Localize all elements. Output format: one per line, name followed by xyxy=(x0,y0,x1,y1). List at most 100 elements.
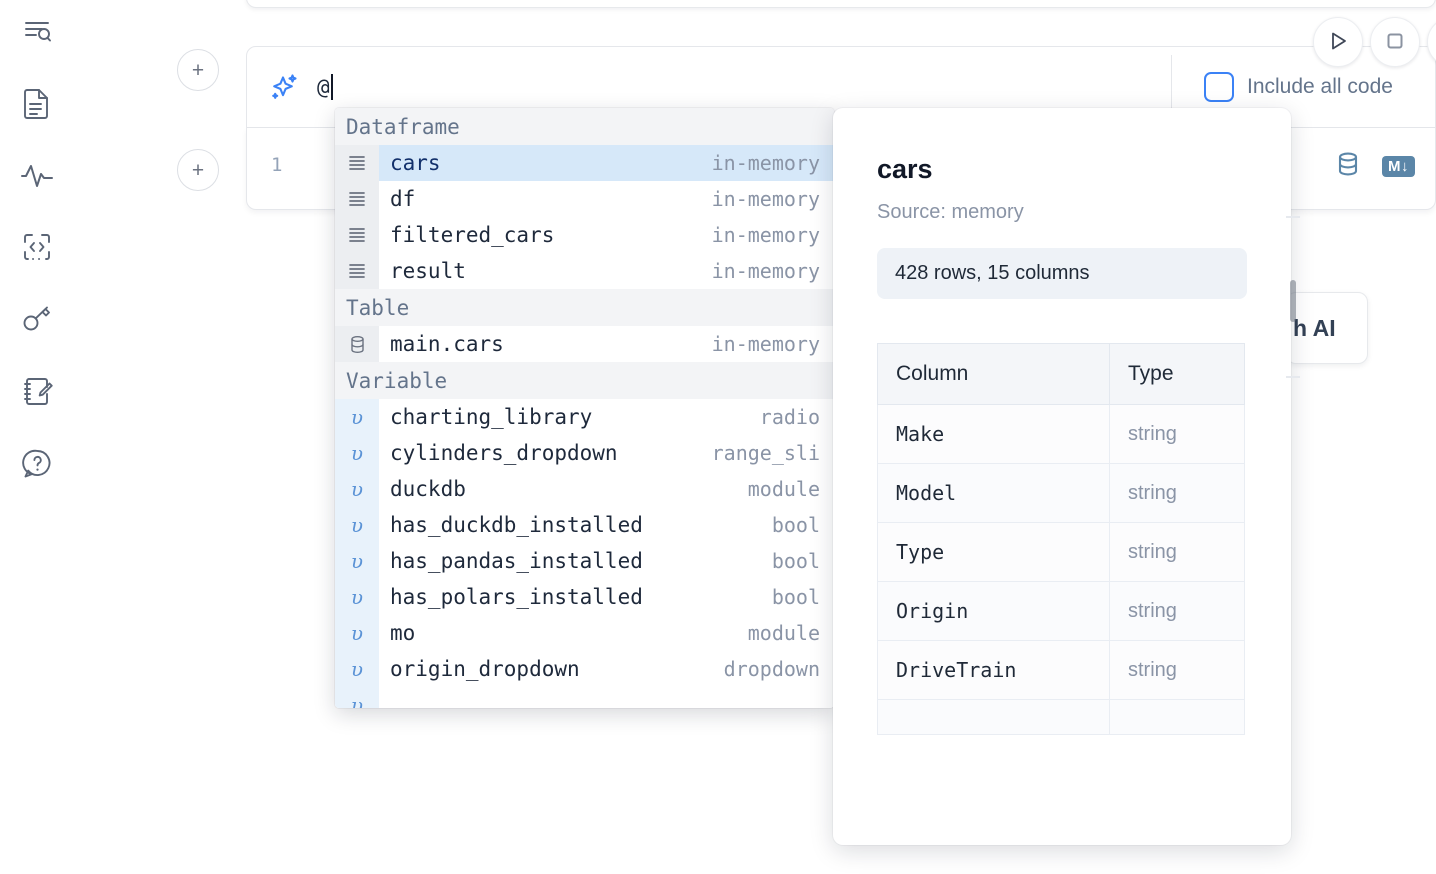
add-cell-button-bottom[interactable]: + xyxy=(177,149,219,191)
left-icon-rail xyxy=(0,0,74,874)
schema-column-name: Model xyxy=(877,463,1110,523)
table-row: DriveTrain string xyxy=(877,640,1245,700)
autocomplete-item-cylinders-dropdown[interactable]: υ cylinders_dropdown range_sli xyxy=(335,435,834,471)
autocomplete-item-name: charting_library xyxy=(390,405,593,429)
autocomplete-item-main-cars[interactable]: main.cars in-memory xyxy=(335,326,834,362)
autocomplete-item-type: bool xyxy=(771,549,820,573)
schema-column-type xyxy=(1109,699,1245,735)
add-cell-button-top[interactable]: + xyxy=(177,49,219,91)
schema-column-type: string xyxy=(1109,522,1245,582)
autocomplete-item-name: has_duckdb_installed xyxy=(390,513,643,537)
help-chat-icon[interactable] xyxy=(14,440,60,486)
variable-upsilon-icon: υ xyxy=(335,615,379,651)
table-row: Model string xyxy=(877,463,1245,523)
autocomplete-item-has-polars-installed[interactable]: υ has_polars_installed bool xyxy=(335,579,834,615)
include-all-code-checkbox[interactable] xyxy=(1204,72,1234,102)
schema-column-type: string xyxy=(1109,404,1245,464)
scrollbar-track[interactable] xyxy=(1286,216,1300,846)
key-secrets-icon[interactable] xyxy=(14,296,60,342)
variable-upsilon-icon: υ xyxy=(335,435,379,471)
stop-button[interactable] xyxy=(1370,17,1420,67)
variable-upsilon-icon: υ xyxy=(335,507,379,543)
autocomplete-item-mo[interactable]: υ mo module xyxy=(335,615,834,651)
database-icon xyxy=(335,326,379,362)
explorer-search-icon[interactable] xyxy=(14,8,60,54)
scroll-tick xyxy=(1286,376,1300,378)
autocomplete-item-type: dropdown xyxy=(723,657,820,681)
detail-source: Source: memory xyxy=(877,201,1024,223)
dataframe-bars-icon xyxy=(335,145,379,181)
autocomplete-item-type: module xyxy=(747,621,820,645)
variable-upsilon-icon: υ xyxy=(335,687,379,708)
scrollbar-thumb[interactable] xyxy=(1290,280,1296,322)
autocomplete-item-name: result xyxy=(390,259,466,283)
autocomplete-item-name: has_pandas_installed xyxy=(390,549,643,573)
autocomplete-dropdown: Dataframe cars in-memory df in-memory xyxy=(335,108,834,708)
autocomplete-item-name: mo xyxy=(390,621,416,645)
autocomplete-item-df[interactable]: df in-memory xyxy=(335,181,834,217)
include-all-code-label: Include all code xyxy=(1247,75,1393,98)
activity-pulse-icon[interactable] xyxy=(14,152,60,198)
database-icon[interactable] xyxy=(1334,150,1362,183)
ai-prompt-input-zone[interactable]: @ xyxy=(247,47,1171,127)
variable-upsilon-icon: υ xyxy=(335,543,379,579)
autocomplete-item-type: in-memory xyxy=(711,259,820,283)
dataframe-bars-icon xyxy=(335,181,379,217)
notebook-edit-icon[interactable] xyxy=(14,368,60,414)
table-row: Type string xyxy=(877,522,1245,582)
autocomplete-item-type: range_sli xyxy=(711,441,820,465)
file-document-icon[interactable] xyxy=(14,80,60,126)
table-row-partial xyxy=(877,699,1245,735)
autocomplete-item-has-pandas-installed[interactable]: υ has_pandas_installed bool xyxy=(335,543,834,579)
schema-type-header: Type xyxy=(1109,343,1245,405)
autocomplete-group-header: Variable xyxy=(335,362,834,399)
play-icon xyxy=(1327,30,1349,55)
scroll-tick xyxy=(1286,216,1300,218)
line-number: 1 xyxy=(271,154,283,176)
autocomplete-item-type: bool xyxy=(771,585,820,609)
schema-table: Column Type Make string Model string Typ… xyxy=(877,343,1245,735)
autocomplete-item-filtered-cars[interactable]: filtered_cars in-memory xyxy=(335,217,834,253)
autocomplete-item-result[interactable]: result in-memory xyxy=(335,253,834,289)
autocomplete-item-name: filtered_cars xyxy=(390,223,555,247)
autocomplete-item-partial[interactable]: υ xyxy=(335,687,834,708)
schema-column-name xyxy=(877,699,1110,735)
autocomplete-item-duckdb[interactable]: υ duckdb module xyxy=(335,471,834,507)
autocomplete-item-has-duckdb-installed[interactable]: υ has_duckdb_installed bool xyxy=(335,507,834,543)
autocomplete-item-name: duckdb xyxy=(390,477,466,501)
generate-with-ai-chip[interactable]: h AI xyxy=(1286,292,1368,364)
autocomplete-item-origin-dropdown[interactable]: υ origin_dropdown dropdown xyxy=(335,651,834,687)
dataframe-bars-icon xyxy=(335,253,379,289)
table-row: Make string xyxy=(877,404,1245,464)
previous-cell-card xyxy=(246,0,1436,8)
schema-column-name: Origin xyxy=(877,581,1110,641)
schema-column-name: DriveTrain xyxy=(877,640,1110,700)
text-caret xyxy=(330,74,333,100)
schema-column-name: Make xyxy=(877,404,1110,464)
detail-title: cars xyxy=(877,154,933,184)
run-button[interactable] xyxy=(1313,17,1363,67)
autocomplete-item-cars[interactable]: cars in-memory xyxy=(335,145,834,181)
detail-stats-badge: 428 rows, 15 columns xyxy=(877,248,1247,299)
autocomplete-item-name: cylinders_dropdown xyxy=(390,441,618,465)
autocomplete-item-type: in-memory xyxy=(711,223,820,247)
autocomplete-item-type: in-memory xyxy=(711,332,820,356)
ai-card-divider xyxy=(1171,55,1172,119)
variable-upsilon-icon: υ xyxy=(335,651,379,687)
ai-prompt-options: Include all code xyxy=(1187,47,1393,127)
dataframe-bars-icon xyxy=(335,217,379,253)
autocomplete-item-type: radio xyxy=(759,405,820,429)
cell-icon-group: M↓ xyxy=(1334,150,1415,183)
autocomplete-item-name: df xyxy=(390,187,416,211)
autocomplete-item-name: has_polars_installed xyxy=(390,585,643,609)
markdown-icon[interactable]: M↓ xyxy=(1382,156,1415,177)
dataframe-detail-panel: cars Source: memory 428 rows, 15 columns… xyxy=(833,108,1291,845)
code-snippet-icon[interactable] xyxy=(14,224,60,270)
autocomplete-group-header: Dataframe xyxy=(335,108,834,145)
schema-column-type: string xyxy=(1109,463,1245,523)
schema-column-type: string xyxy=(1109,581,1245,641)
variable-upsilon-icon: υ xyxy=(335,471,379,507)
variable-upsilon-icon: υ xyxy=(335,399,379,435)
autocomplete-item-charting-library[interactable]: υ charting_library radio xyxy=(335,399,834,435)
